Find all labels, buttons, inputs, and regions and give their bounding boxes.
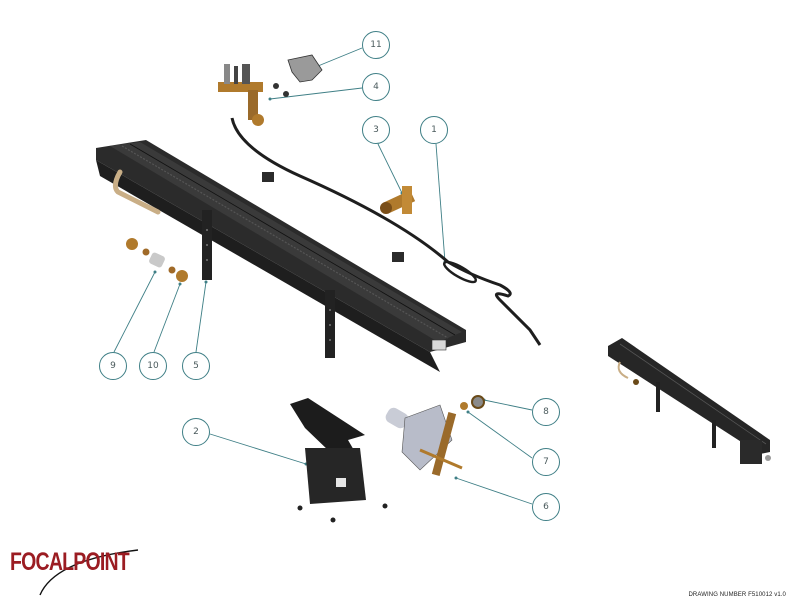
focalpoint-logo: FOCALPOINT (10, 548, 130, 576)
callout-11: 11 (362, 31, 390, 59)
callout-2: 2 (182, 418, 210, 446)
assembled-view (608, 338, 771, 464)
main-burner (96, 140, 466, 372)
leader-lines (113, 47, 533, 505)
callout-3: 3 (362, 116, 390, 144)
valve-bracket (290, 398, 388, 523)
gas-line (230, 117, 542, 346)
pilot-shield (287, 54, 323, 83)
callout-8: 8 (532, 398, 560, 426)
gas-valve (385, 404, 463, 476)
drawing-number: DRAWING NUMBER F510012 v1.0 (688, 592, 786, 598)
callout-5: 5 (182, 352, 210, 380)
pilot-assembly (218, 64, 289, 126)
callout-9: 9 (99, 352, 127, 380)
callout-4: 4 (362, 73, 390, 101)
callout-6: 6 (532, 493, 560, 521)
logo-swoosh-icon (39, 549, 139, 596)
callout-7: 7 (532, 448, 560, 476)
tee-fitting (380, 186, 416, 214)
callout-10: 10 (139, 352, 167, 380)
fittings (126, 238, 188, 282)
callout-1: 1 (420, 116, 448, 144)
